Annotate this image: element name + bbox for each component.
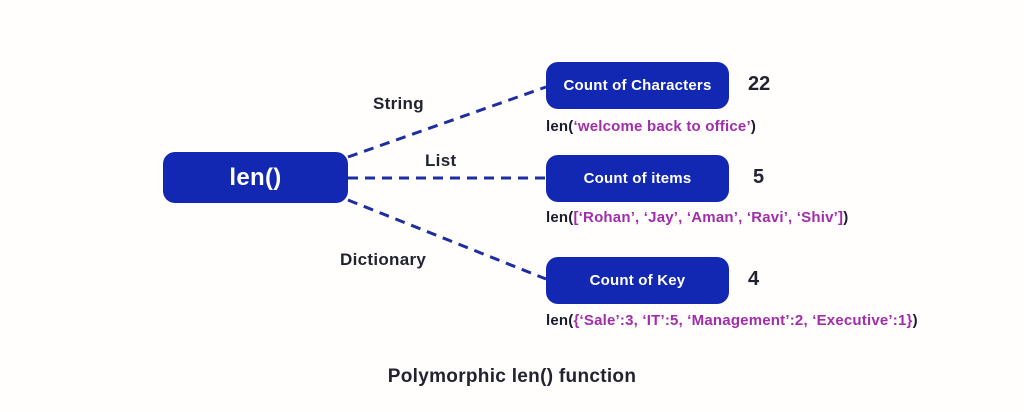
list-code-line: len([‘Rohan’, ‘Jay’, ‘Aman’, ‘Ravi’, ‘Sh… <box>546 209 848 226</box>
dictionary-result-value: 4 <box>748 268 760 290</box>
count-of-key-label: Count of Key <box>589 272 686 289</box>
count-of-characters-label: Count of Characters <box>563 77 712 94</box>
dictionary-code-inner: {‘Sale’:3, ‘IT’:5, ‘Management’:2, ‘Exec… <box>573 312 913 329</box>
count-of-items-label: Count of items <box>583 170 692 187</box>
string-result-value: 22 <box>748 73 771 95</box>
string-code-prefix: len( <box>546 118 574 135</box>
count-of-characters-node: Count of Characters <box>546 62 729 109</box>
string-code-inner: ‘welcome back to office’ <box>573 118 751 135</box>
count-of-items-node: Count of items <box>546 155 729 202</box>
branch-label-list: List <box>425 151 457 170</box>
diagram-caption: Polymorphic len() function <box>387 366 637 387</box>
dictionary-code-prefix: len( <box>546 312 574 329</box>
len-function-label: len() <box>229 163 282 191</box>
len-function-node: len() <box>163 152 348 203</box>
dictionary-code-suffix: ) <box>912 312 918 329</box>
branch-label-dictionary: Dictionary <box>340 250 427 269</box>
list-result-value: 5 <box>753 166 765 188</box>
string-code-suffix: ) <box>750 118 757 135</box>
list-code-suffix: ) <box>843 209 849 226</box>
count-of-key-node: Count of Key <box>546 257 729 304</box>
dictionary-code-line: len({‘Sale’:3, ‘IT’:5, ‘Management’:2, ‘… <box>546 312 918 329</box>
list-code-prefix: len( <box>546 209 574 226</box>
string-code-line: len(‘welcome back to office’) <box>546 118 756 135</box>
branch-label-string: String <box>373 94 424 113</box>
list-code-inner: [‘Rohan’, ‘Jay’, ‘Aman’, ‘Ravi’, ‘Shiv’] <box>573 209 844 226</box>
